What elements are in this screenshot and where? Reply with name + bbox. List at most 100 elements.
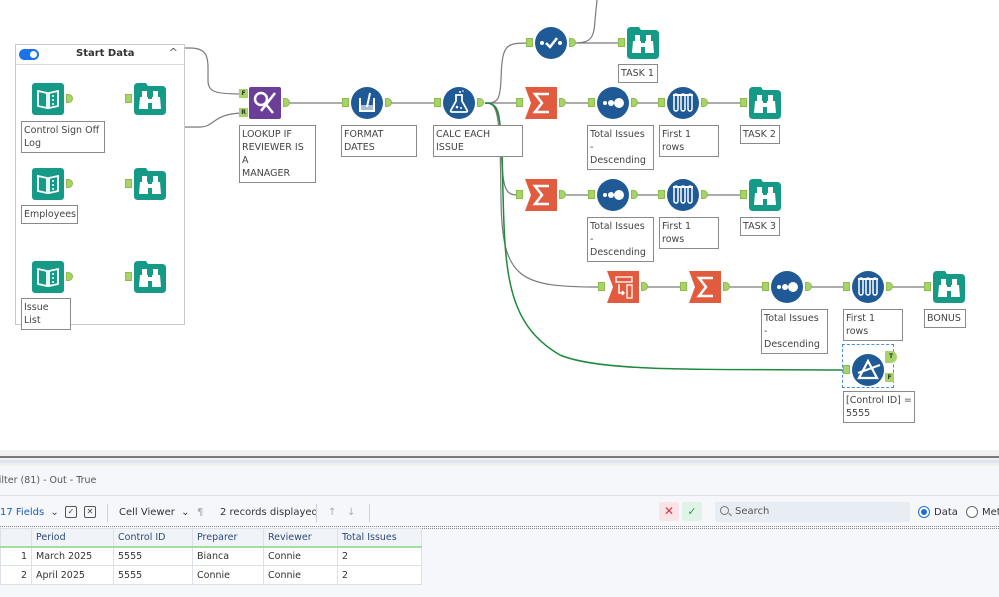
apply-filter-button[interactable]: ✓ — [682, 502, 702, 521]
tool-input-issues[interactable] — [32, 261, 64, 293]
radio-data[interactable] — [918, 506, 930, 518]
pilcrow-icon[interactable]: ¶ — [197, 507, 204, 518]
table-cell[interactable]: 5555 — [113, 565, 193, 585]
column-header[interactable]: Reviewer — [263, 528, 338, 548]
collapse-chevron-icon[interactable]: ^ — [168, 46, 178, 59]
radio-metadata[interactable] — [966, 506, 978, 518]
tool-summarize-1[interactable] — [525, 87, 557, 119]
output-anchor[interactable] — [631, 98, 638, 107]
tool-find-replace[interactable] — [249, 87, 281, 119]
input-anchor[interactable] — [434, 98, 441, 107]
output-anchor[interactable] — [569, 38, 576, 47]
input-anchor[interactable] — [740, 190, 747, 199]
input-anchor[interactable] — [658, 98, 665, 107]
cell-viewer-dropdown[interactable]: Cell Viewer ⌄ — [119, 507, 189, 518]
tool-sort-2[interactable] — [597, 179, 629, 211]
table-cell[interactable]: March 2025 — [31, 546, 114, 566]
output-anchor[interactable] — [701, 98, 708, 107]
output-anchor[interactable] — [477, 98, 484, 107]
table-cell[interactable]: 1 — [0, 546, 32, 566]
tool-sample-2[interactable] — [667, 179, 699, 211]
tool-select-check[interactable] — [535, 27, 567, 59]
output-anchor[interactable] — [66, 94, 73, 103]
input-anchor-f[interactable]: F — [239, 89, 248, 98]
output-anchor[interactable] — [385, 98, 392, 107]
tool-sort-1[interactable] — [597, 87, 629, 119]
input-anchor[interactable] — [618, 38, 625, 47]
tool-browse-task1[interactable] — [627, 27, 659, 59]
input-anchor[interactable] — [588, 98, 595, 107]
output-anchor[interactable] — [66, 179, 73, 188]
tool-transpose[interactable] — [607, 271, 639, 303]
tool-input-control[interactable] — [32, 83, 64, 115]
input-anchor[interactable] — [516, 190, 523, 199]
input-anchor[interactable] — [762, 282, 769, 291]
output-anchor-f[interactable]: F — [885, 373, 894, 382]
tool-summarize-3[interactable] — [689, 271, 721, 303]
workflow-canvas[interactable]: Start Data ^ Control Sign Off Log Employ… — [0, 0, 999, 450]
input-anchor[interactable] — [598, 282, 605, 291]
input-anchor[interactable] — [843, 365, 850, 374]
tool-browse-bonus[interactable] — [933, 271, 965, 303]
tool-browse-task2[interactable] — [749, 87, 781, 119]
tool-browse-task3[interactable] — [749, 179, 781, 211]
tool-browse-1[interactable] — [134, 83, 166, 115]
table-cell[interactable]: 2 — [337, 565, 422, 585]
fields-dropdown[interactable]: 17 Fields ⌄ — [0, 507, 59, 518]
table-cell[interactable]: Connie — [263, 565, 338, 585]
tool-filter[interactable] — [852, 354, 884, 386]
tool-sample-1[interactable] — [667, 87, 699, 119]
tool-formula-dates[interactable] — [351, 87, 383, 119]
input-anchor[interactable] — [843, 282, 850, 291]
column-header[interactable]: Preparer — [192, 528, 264, 548]
clear-filter-button[interactable]: ✕ — [659, 502, 679, 521]
input-anchor[interactable] — [588, 190, 595, 199]
table-cell[interactable]: April 2025 — [31, 565, 114, 585]
table-cell[interactable]: 5555 — [113, 546, 193, 566]
output-anchor[interactable] — [631, 190, 638, 199]
table-cell[interactable]: 2 — [0, 565, 32, 585]
arrow-up-icon[interactable]: ↑ — [328, 507, 337, 518]
output-anchor[interactable] — [723, 282, 730, 291]
output-anchor[interactable] — [559, 98, 566, 107]
input-anchor[interactable] — [924, 282, 931, 291]
pane-splitter[interactable] — [0, 450, 999, 466]
output-anchor[interactable] — [701, 190, 708, 199]
input-anchor[interactable] — [125, 272, 132, 281]
tool-formula-calc[interactable] — [443, 87, 475, 119]
tool-browse-2[interactable] — [134, 168, 166, 200]
tool-browse-3[interactable] — [134, 261, 166, 293]
input-anchor[interactable] — [658, 190, 665, 199]
output-anchor[interactable] — [641, 282, 648, 291]
output-anchor[interactable] — [559, 190, 566, 199]
table-cell[interactable]: Connie — [192, 565, 264, 585]
input-anchor[interactable] — [125, 94, 132, 103]
output-anchor[interactable] — [886, 282, 893, 291]
table-cell[interactable]: Connie — [263, 546, 338, 566]
search-input[interactable]: Search — [715, 502, 910, 522]
input-anchor-r[interactable]: R — [239, 108, 248, 117]
column-header[interactable]: d — [0, 528, 32, 548]
column-header[interactable]: Control ID — [113, 528, 193, 548]
deselect-all-icon[interactable]: ✕ — [84, 506, 96, 518]
column-header[interactable]: Period — [31, 528, 114, 548]
output-anchor[interactable] — [66, 272, 73, 281]
input-anchor[interactable] — [516, 98, 523, 107]
input-anchor[interactable] — [526, 38, 533, 47]
output-anchor[interactable] — [805, 282, 812, 291]
column-header[interactable]: Total Issues — [337, 528, 422, 548]
select-all-icon[interactable]: ✓ — [65, 506, 77, 518]
tool-sample-3[interactable] — [852, 271, 884, 303]
input-anchor[interactable] — [680, 282, 687, 291]
table-cell[interactable]: 2 — [337, 546, 422, 566]
input-anchor[interactable] — [125, 179, 132, 188]
tool-input-employees[interactable] — [32, 168, 64, 200]
output-anchor-t[interactable]: T — [885, 351, 897, 363]
input-anchor[interactable] — [740, 98, 747, 107]
tool-summarize-2[interactable] — [525, 179, 557, 211]
table-cell[interactable]: Bianca — [192, 546, 264, 566]
tool-sort-3[interactable] — [771, 271, 803, 303]
